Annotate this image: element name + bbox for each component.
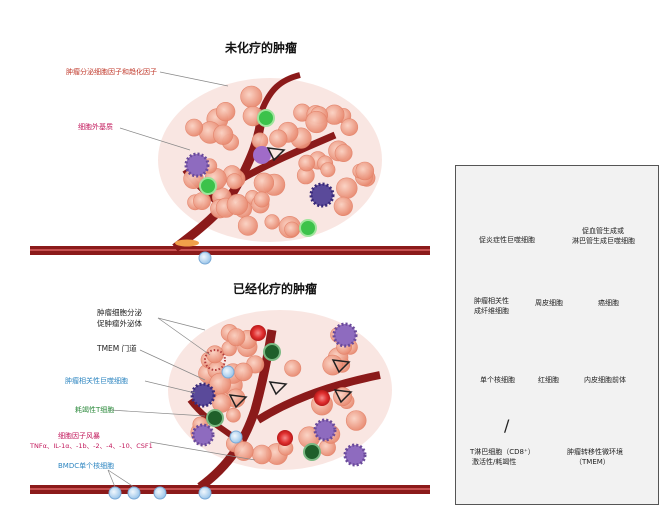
cancer-cell (234, 362, 253, 382)
bmdc-monocyte (153, 486, 167, 500)
legend-caf-2: 成纤维细胞 (474, 307, 509, 315)
cancer-cell (193, 192, 211, 211)
tmem-triangle (268, 381, 288, 396)
bmdc-monocyte (127, 486, 141, 500)
exhausted-t-cell (303, 443, 321, 461)
monocyte (221, 365, 235, 379)
bmdc-monocyte (198, 486, 212, 500)
legend-monocyte: 单个核细胞 (480, 376, 515, 384)
cancer-cell (226, 193, 249, 216)
cancer-cell (253, 172, 275, 194)
cancer-cell (234, 441, 254, 461)
cancer-cell (240, 85, 263, 108)
legend-inflammatory-macrophage: 促炎症性巨噬细胞 (479, 236, 535, 244)
cancer-cell (320, 162, 336, 178)
cancer-cell (284, 221, 300, 238)
exhausted-t-cell (263, 343, 281, 361)
inflammatory-macrophage (184, 152, 210, 178)
cancer-cell (269, 129, 288, 148)
label-bmdc: BMDC单个核细胞 (58, 462, 115, 470)
cancer-cell (284, 359, 302, 377)
cancer-cell (185, 118, 204, 137)
treated-tumor-panel (30, 310, 430, 500)
untreated-title: 未化疗的肿瘤 (225, 41, 298, 55)
legend-tmem-2: （TMEM） (575, 458, 610, 466)
cancer-cell (336, 177, 358, 199)
monocyte (198, 251, 212, 265)
label-extracellular-matrix: 细胞外基质 (78, 123, 113, 131)
label-tam: 肿瘤相关性巨噬细胞 (65, 377, 128, 385)
cancer-cell (215, 101, 236, 122)
legend-endothelial-precursor: 内皮细胞前体 (584, 376, 626, 384)
legend-t-cell-2: 激活性/耗竭性 (472, 458, 517, 466)
legend-rbc: 红细胞 (538, 376, 559, 384)
monocyte (229, 430, 243, 444)
active-t-cell (299, 219, 317, 237)
vessel-branch (255, 371, 381, 424)
cancer-cell (298, 154, 316, 172)
cancer-cells-top (183, 85, 376, 239)
endothelial-precursor (277, 430, 293, 446)
cancer-cell (227, 328, 246, 347)
tmem-triangle (333, 389, 353, 404)
legend-tmem-1: 肿瘤转移性微环境 (567, 448, 623, 456)
active-t-cell (257, 109, 275, 127)
vessel-branch (238, 131, 337, 184)
tmem-triangle (331, 359, 351, 374)
cancer-cell (226, 173, 243, 190)
cancer-cell (252, 444, 272, 465)
inflammatory-macrophage (309, 182, 335, 208)
label-cytokine-list: TNFα、IL-1α、-1b、-2、-4、-10、CSF1 (30, 442, 153, 450)
label-exhausted-t: 耗竭性T细胞 (75, 406, 115, 414)
legend-t-cell-1: T淋巴细胞（CD8⁺） (470, 448, 535, 456)
legend-angiogenic-2: 淋巴管生成巨噬细胞 (572, 237, 635, 245)
cancer-cell (264, 214, 280, 230)
tmem-macrophage (253, 146, 271, 164)
exhausted-t-cell (206, 409, 224, 427)
cancer-cell (345, 410, 367, 431)
untreated-tumor-panel (30, 71, 430, 265)
legend-cancer-cell: 癌细胞 (598, 299, 619, 307)
tumor-associated-macrophage (190, 382, 216, 408)
tumor-associated-macrophage (343, 443, 367, 467)
cancer-cell (253, 191, 270, 208)
cancer-cell (340, 118, 359, 136)
label-cytokine-storm: 细胞因子风暴 (58, 432, 100, 440)
label-tmem-door: TMEM 门道 (97, 344, 137, 353)
tumor-associated-macrophage (313, 418, 337, 442)
legend-slash: / (504, 416, 510, 435)
tumor-associated-macrophage (191, 423, 215, 447)
endothelial-precursor (314, 390, 330, 406)
active-t-cell (199, 177, 217, 195)
cancer-cell (226, 407, 241, 423)
exosome-cluster (204, 349, 226, 371)
vessel-branch (259, 72, 301, 112)
tmem-triangle (266, 147, 286, 162)
tmem-triangle (228, 394, 248, 409)
endothelial-precursor (250, 325, 266, 341)
pericyte (175, 239, 199, 247)
treated-title: 已经化疗的肿瘤 (233, 282, 318, 296)
bmdc-monocyte (108, 486, 122, 500)
cancer-cell (305, 110, 328, 134)
label-secreted-factors: 肿瘤分泌细胞因子和趋化因子 (66, 68, 157, 76)
cancer-cell (333, 196, 353, 216)
cancer-cell (213, 124, 234, 145)
tumor-associated-macrophage (332, 322, 358, 348)
cancer-cell (237, 215, 258, 236)
legend-pericyte: 周皮细胞 (535, 299, 563, 307)
label-exosomes-1: 肿瘤细胞分泌 (97, 308, 142, 317)
legend-angiogenic-1: 促血管生成或 (582, 227, 624, 235)
cancer-cell (334, 144, 353, 163)
cancer-cell (355, 161, 375, 181)
legend-box (455, 165, 659, 505)
legend-caf-1: 肿瘤相关性 (474, 297, 509, 305)
label-exosomes-2: 促肿瘤外泌体 (97, 319, 142, 328)
